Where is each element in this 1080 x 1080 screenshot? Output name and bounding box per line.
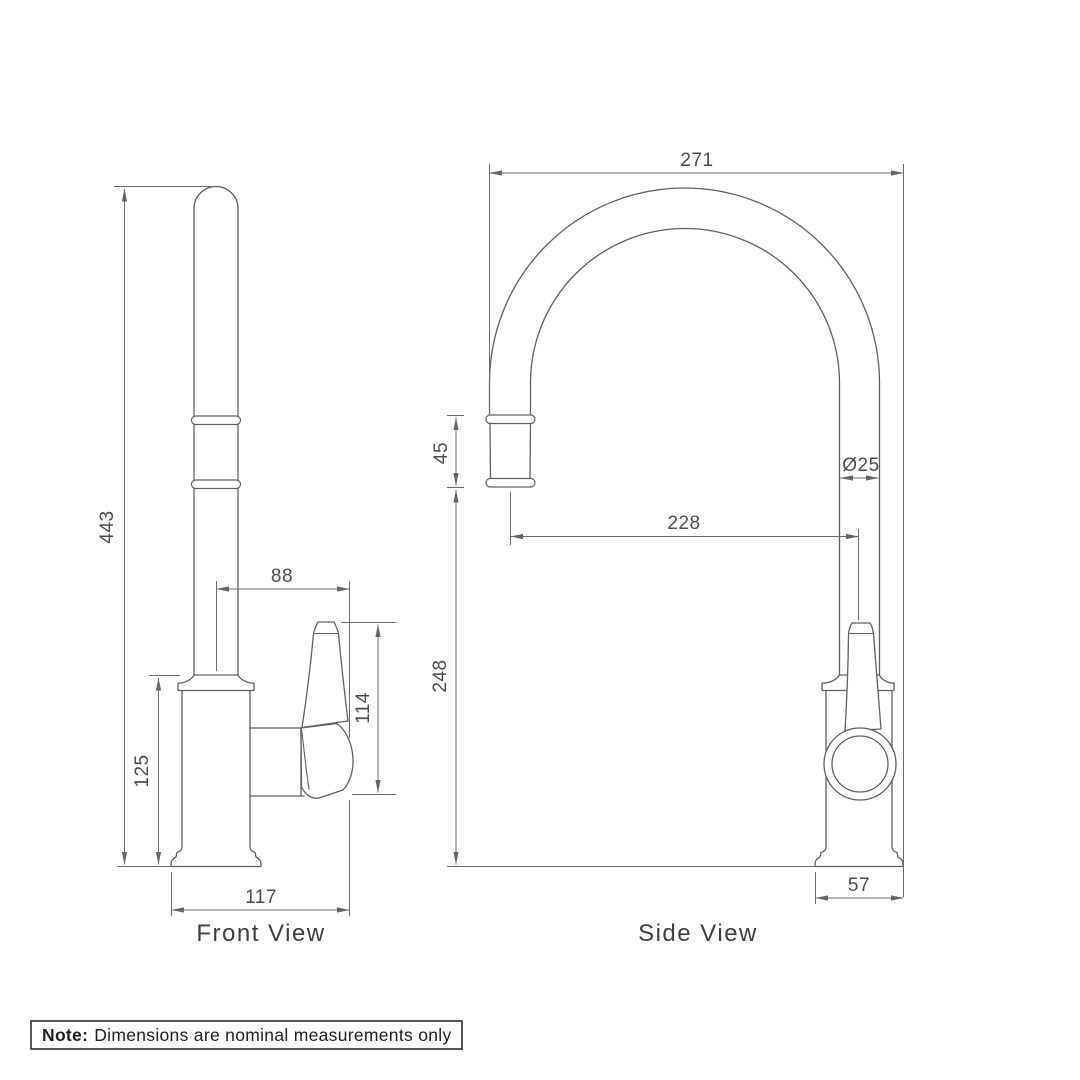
side-spray-body <box>489 422 532 480</box>
side-spray-tip-ring <box>485 477 536 488</box>
front-view-label: Front View <box>196 920 325 947</box>
front-view: 443 125 88 114 117 Front <box>97 185 396 947</box>
front-dim-spout-to-handle-text: 88 <box>271 566 293 587</box>
front-dim-overall-width: 117 <box>171 800 350 916</box>
front-dim-overall-width-text: 117 <box>245 887 277 908</box>
front-valve-housing <box>249 727 305 797</box>
side-dim-spray-height-text: 45 <box>431 442 452 464</box>
side-dim-outlet-height-text: 248 <box>430 659 451 692</box>
note: Note: Dimensions are nominal measurements… <box>30 1020 463 1050</box>
front-dim-body-height: 125 <box>132 675 180 865</box>
side-dim-spout-diameter: Ø25 <box>840 455 879 481</box>
note-text: Note: Dimensions are nominal measurements… <box>42 1025 452 1045</box>
side-dim-reach-to-handle-text: 228 <box>667 513 700 534</box>
side-spray-collar-ring <box>485 414 536 425</box>
front-spray-tip-ring <box>190 479 242 490</box>
side-dim-spray-height: 45 <box>431 415 464 488</box>
side-flange <box>821 674 895 692</box>
side-dim-base-depth-text: 57 <box>848 875 870 896</box>
front-dim-body-height-text: 125 <box>132 754 153 787</box>
front-handle-facet-line <box>300 728 310 790</box>
note-prefix: Note: <box>42 1025 88 1045</box>
note-body: Dimensions are nominal measurements only <box>94 1025 451 1045</box>
side-pivot-outer-ring <box>823 727 897 801</box>
side-view-label: Side View <box>638 920 758 947</box>
side-dim-overall-reach-text: 271 <box>680 150 713 171</box>
front-dim-overall-height-text: 443 <box>97 510 118 543</box>
side-dim-spout-diameter-text: Ø25 <box>842 455 879 476</box>
front-dim-overall-height: 443 <box>97 186 216 867</box>
side-dim-reach-to-handle: 228 <box>510 492 859 620</box>
front-dim-spout-to-handle: 88 <box>216 566 350 738</box>
side-dim-outlet-height: 248 <box>430 489 815 867</box>
side-view: 271 45 248 228 Ø25 <box>430 150 904 947</box>
side-pivot-inner-ring <box>831 735 889 793</box>
front-dim-handle-height: 114 <box>341 622 396 795</box>
front-handle-lever <box>301 621 349 729</box>
side-dim-base-depth: 57 <box>815 872 904 904</box>
side-gooseneck-inner <box>529 227 841 676</box>
side-body-base <box>814 690 904 868</box>
side-dim-overall-reach: 271 <box>489 150 904 897</box>
front-spray-collar-ring <box>190 415 242 426</box>
side-gooseneck-outer <box>488 187 881 676</box>
side-handle-lever <box>844 622 882 732</box>
note-border <box>30 1020 463 1050</box>
front-dim-handle-height-text: 114 <box>353 692 374 724</box>
front-body-base <box>170 690 262 868</box>
front-handle-end-cap <box>300 722 354 799</box>
front-flange <box>177 674 255 692</box>
